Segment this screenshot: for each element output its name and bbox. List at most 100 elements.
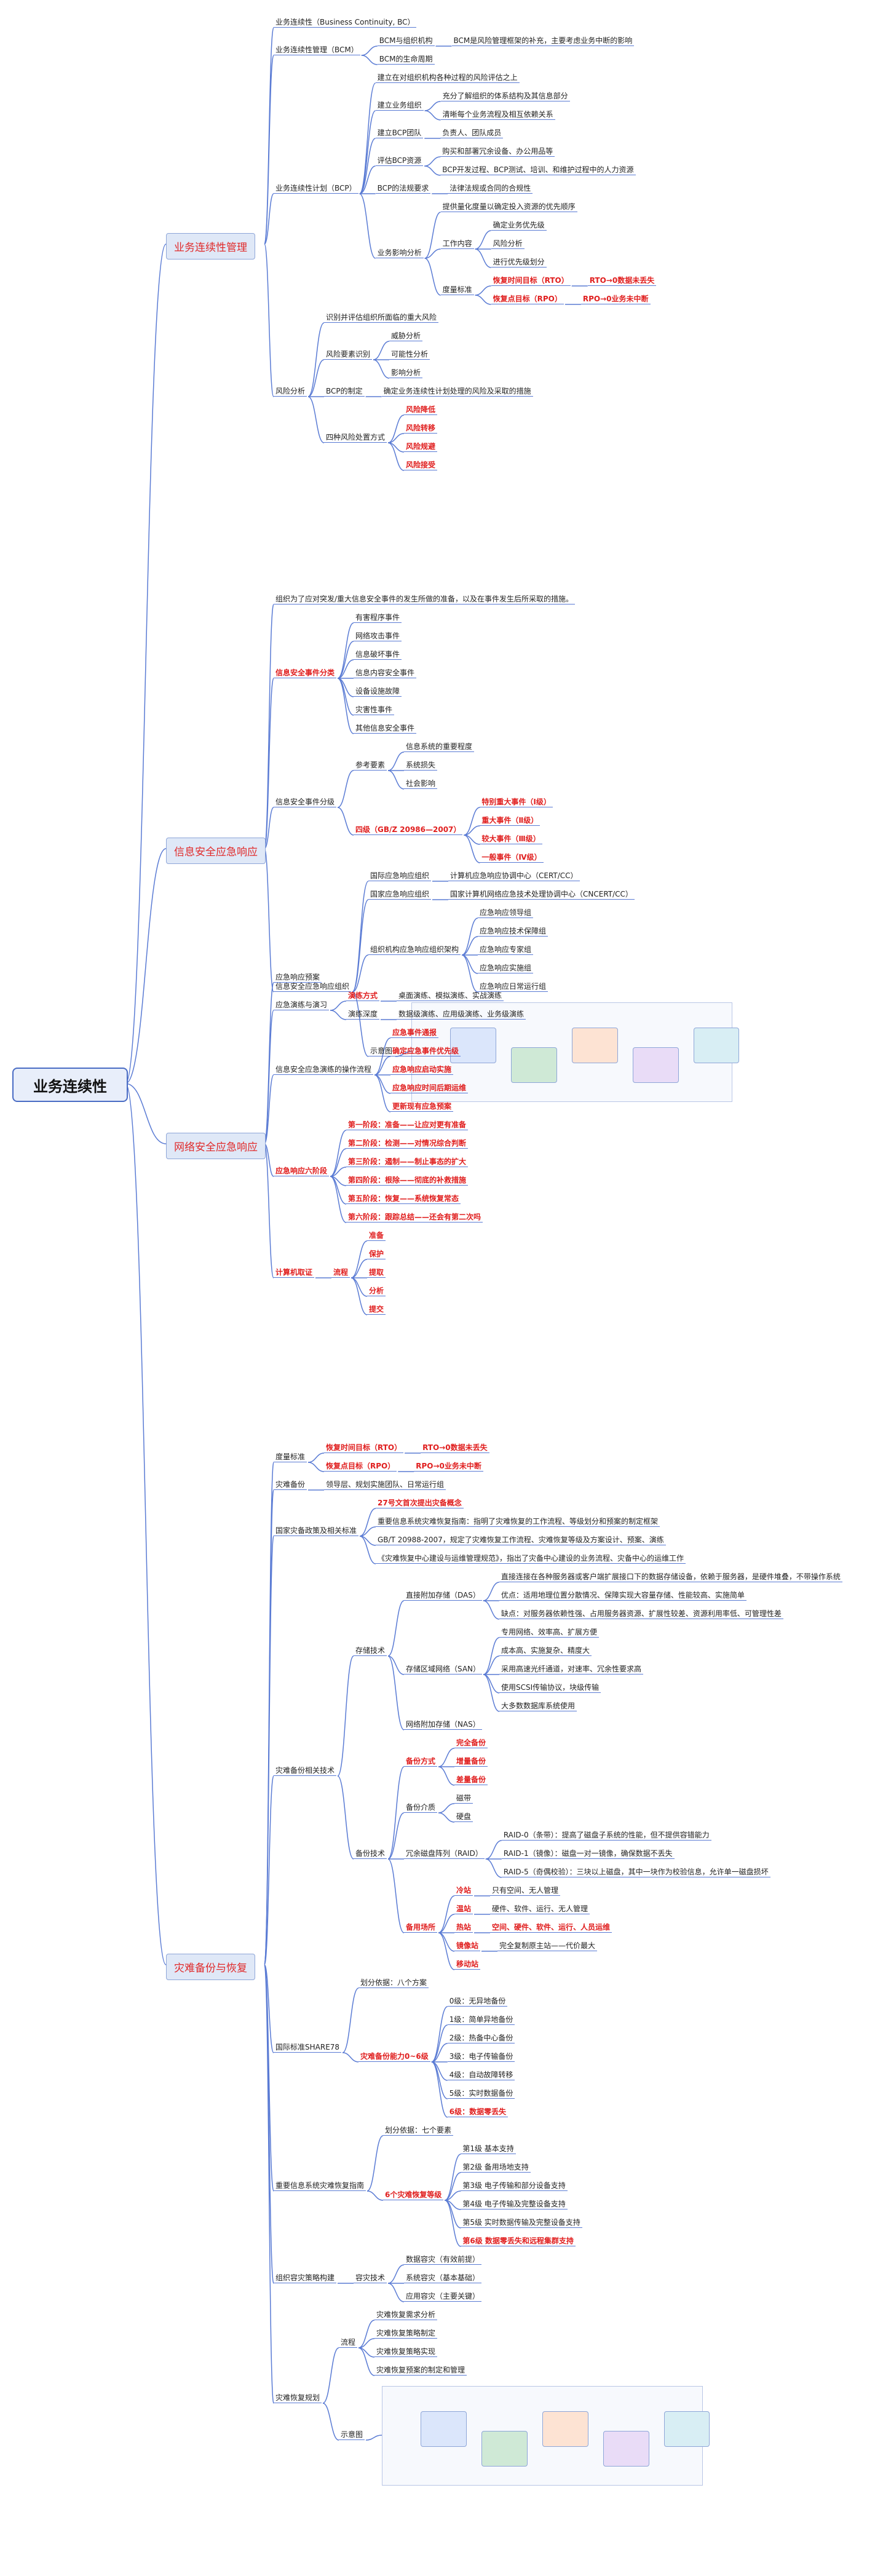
topic-node[interactable]: 第5级 实时数据传输及完整设备支持 bbox=[461, 2217, 582, 2228]
topic-node[interactable]: 重大事件（Ⅱ级） bbox=[480, 815, 540, 826]
topic-node[interactable]: 信息安全事件分类 bbox=[274, 668, 337, 678]
topic-node[interactable]: 风险分析 bbox=[274, 386, 307, 397]
topic-node[interactable]: 第一阶段：准备——让应对更有准备 bbox=[346, 1120, 469, 1130]
topic-node[interactable]: 使用SCSI传输协议，块级传输 bbox=[499, 1682, 601, 1693]
topic-node[interactable]: 组织为了应对突发/重大信息安全事件的发生所做的准备，以及在事件发生后所采取的措施… bbox=[274, 594, 576, 604]
topic-node[interactable]: 4级：自动故障转移 bbox=[447, 2070, 515, 2080]
topic-node[interactable]: 灾难备份 bbox=[274, 1480, 307, 1490]
topic-node[interactable]: 流程 bbox=[339, 2337, 358, 2348]
topic-node[interactable]: RTO→0数据未丢失 bbox=[421, 1443, 489, 1453]
topic-node[interactable]: RAID-0（条带）：提高了磁盘子系统的性能，但不提供容错能力 bbox=[501, 1830, 711, 1841]
topic-node[interactable]: 业务连续性管理（BCM） bbox=[274, 45, 360, 55]
topic-node[interactable]: 信息安全应急响应组织 bbox=[274, 981, 352, 992]
topic-node[interactable]: 进行优先级划分 bbox=[491, 257, 547, 268]
topic-node[interactable]: 国家灾备政策及相关标准 bbox=[274, 1526, 359, 1536]
topic-node[interactable]: 备用场所 bbox=[404, 1922, 438, 1933]
topic-node[interactable]: 信息内容安全事件 bbox=[354, 668, 417, 678]
topic-node[interactable]: 提交 bbox=[367, 1304, 386, 1315]
topic-node[interactable]: 第3级 电子传输和部分设备支持 bbox=[461, 2181, 568, 2191]
topic-node[interactable]: 风险降低 bbox=[404, 405, 438, 415]
topic-node[interactable]: 第六阶段：跟踪总结——还会有第二次吗 bbox=[346, 1212, 483, 1223]
topic-node[interactable]: 组织机构应急响应组织架构 bbox=[368, 945, 461, 955]
topic-node[interactable]: 国家应急响应组织 bbox=[368, 889, 432, 900]
topic-node[interactable]: BCM与组织机构 bbox=[377, 36, 435, 46]
topic-node[interactable]: 3级：电子传输备份 bbox=[447, 2051, 515, 2062]
topic-node[interactable]: 划分依据：七个要素 bbox=[383, 2125, 454, 2136]
topic-node[interactable]: 负责人、团队成员 bbox=[440, 128, 504, 138]
topic-node[interactable]: 镜像站 bbox=[454, 1941, 481, 1951]
topic-node[interactable]: 大多数数据库系统使用 bbox=[499, 1701, 577, 1711]
topic-node[interactable]: 备份方式 bbox=[404, 1756, 438, 1767]
topic-node[interactable]: 存储技术 bbox=[354, 1646, 387, 1656]
topic-node[interactable]: 完全复制原主站——代价最大 bbox=[497, 1941, 598, 1951]
topic-node[interactable]: 直接连接在各种服务器或客户端扩展接口下的数据存储设备，依赖于服务器，是硬件堆叠，… bbox=[499, 1572, 842, 1582]
topic-node[interactable]: 购买和部署冗余设备、办公用品等 bbox=[440, 146, 555, 157]
topic-node[interactable]: 灾难恢复策略实现 bbox=[374, 2347, 438, 2357]
topic-node[interactable]: 国家计算机网络应急技术处理协调中心（CNCERT/CC） bbox=[448, 889, 635, 900]
topic-node[interactable]: 恢复点目标（RPO） bbox=[491, 294, 564, 304]
topic-node[interactable]: 27号文首次提出灾备概念 bbox=[376, 1498, 464, 1508]
topic-node[interactable]: 第二阶段：检测——对情况综合判断 bbox=[346, 1138, 469, 1149]
topic-node[interactable]: 桌面演练、模拟演练、实战演练 bbox=[397, 991, 504, 1001]
branch-1[interactable]: 业务连续性管理 bbox=[166, 233, 255, 260]
topic-node[interactable]: 特别重大事件（Ⅰ级） bbox=[480, 797, 553, 807]
topic-node[interactable]: 应急事件通报 bbox=[390, 1028, 439, 1038]
topic-node[interactable]: 四种风险处置方式 bbox=[324, 432, 387, 443]
topic-node[interactable]: RPO→0业务未中断 bbox=[414, 1461, 483, 1472]
topic-node[interactable]: BCP的制定 bbox=[324, 386, 365, 397]
topic-node[interactable]: 应急响应技术保障组 bbox=[478, 926, 548, 937]
topic-node[interactable]: 备份介质 bbox=[404, 1802, 438, 1813]
topic-node[interactable]: 移动站 bbox=[454, 1959, 481, 1970]
topic-node[interactable]: 增量备份 bbox=[454, 1756, 488, 1767]
topic-node[interactable]: 确定应急事件优先级 bbox=[390, 1046, 461, 1056]
topic-node[interactable]: 备份技术 bbox=[354, 1849, 387, 1859]
topic-node[interactable]: 硬盘 bbox=[454, 1812, 473, 1822]
topic-node[interactable]: 较大事件（Ⅲ级） bbox=[480, 834, 542, 844]
topic-node[interactable]: 业务影响分析 bbox=[375, 248, 424, 258]
topic-node[interactable]: 计算机取证 bbox=[274, 1267, 315, 1278]
topic-node[interactable]: 温站 bbox=[454, 1904, 473, 1914]
topic-node[interactable]: 度量标准 bbox=[274, 1452, 307, 1462]
topic-node[interactable]: 应急响应领导组 bbox=[478, 908, 534, 918]
topic-node[interactable]: 其他信息安全事件 bbox=[354, 723, 417, 734]
branch-3[interactable]: 网络安全应急响应 bbox=[166, 1133, 266, 1159]
topic-node[interactable]: 确定业务连续性计划处理的风险及采取的措施 bbox=[381, 386, 533, 397]
topic-node[interactable]: 系统容灾（基本基础） bbox=[404, 2273, 482, 2283]
topic-node[interactable]: 网络攻击事件 bbox=[354, 631, 402, 641]
topic-node[interactable]: 热站 bbox=[454, 1922, 473, 1933]
branch-2[interactable]: 信息安全应急响应 bbox=[166, 838, 266, 864]
topic-node[interactable]: 风险要素识别 bbox=[324, 349, 373, 360]
topic-node[interactable]: 业务连续性计划（BCP） bbox=[274, 183, 358, 194]
topic-node[interactable]: 业务连续性（Business Continuity, BC） bbox=[274, 17, 417, 28]
topic-node[interactable]: 数据级演练、应用级演练、业务级演练 bbox=[397, 1009, 526, 1020]
topic-node[interactable]: 应急响应预案 bbox=[274, 972, 322, 983]
topic-node[interactable]: 流程 bbox=[331, 1267, 350, 1278]
topic-node[interactable]: 演练深度 bbox=[346, 1009, 380, 1020]
topic-node[interactable]: 信息破坏事件 bbox=[354, 649, 402, 660]
topic-node[interactable]: 重要信息系统灾难恢复指南：指明了灾难恢复的工作流程、等级划分和预案的制定框架 bbox=[376, 1516, 660, 1527]
topic-node[interactable]: 专用网络、效率高、扩展方便 bbox=[499, 1627, 600, 1638]
topic-node[interactable]: BCP的法规要求 bbox=[375, 183, 431, 194]
topic-node[interactable]: 领导层、规划实施团队、日常运行组 bbox=[324, 1480, 446, 1490]
topic-node[interactable]: 第三阶段：遏制——制止事态的扩大 bbox=[346, 1157, 469, 1167]
topic-node[interactable]: 示意图 bbox=[339, 2430, 365, 2440]
topic-node[interactable]: 一般事件（Ⅳ级） bbox=[480, 852, 544, 863]
topic-node[interactable]: 演练方式 bbox=[346, 991, 380, 1001]
topic-node[interactable]: RTO→0数据未丢失 bbox=[587, 275, 657, 286]
topic-node[interactable]: 清晰每个业务流程及相互依赖关系 bbox=[440, 109, 555, 120]
topic-node[interactable]: 缺点：对服务器依赖性强、占用服务器资源、扩展性较差、资源利用率低、可管理性差 bbox=[499, 1609, 783, 1619]
topic-node[interactable]: 容灾技术 bbox=[354, 2273, 387, 2283]
topic-node[interactable]: 第四阶段：根除——彻底的补救措施 bbox=[346, 1175, 469, 1186]
topic-node[interactable]: 建立业务组织 bbox=[375, 100, 424, 111]
topic-node[interactable]: 确定业务优先级 bbox=[491, 220, 547, 231]
topic-node[interactable]: 系统损失 bbox=[404, 760, 438, 771]
topic-node[interactable]: 应用容灾（主要关键） bbox=[404, 2291, 482, 2302]
topic-node[interactable]: 社会影响 bbox=[404, 779, 438, 789]
topic-node[interactable]: 6级：数据零丢失 bbox=[447, 2107, 509, 2117]
topic-node[interactable]: 影响分析 bbox=[389, 368, 423, 378]
topic-node[interactable]: 准备 bbox=[367, 1231, 386, 1241]
topic-node[interactable]: RAID-5（奇偶校验）：三块以上磁盘，其中一块作为校验信息，允许单一磁盘损坏 bbox=[501, 1867, 770, 1877]
topic-node[interactable]: 风险规避 bbox=[404, 442, 438, 452]
topic-node[interactable]: 第2级 备用场地支持 bbox=[461, 2162, 531, 2173]
topic-node[interactable]: 恢复时间目标（RTO） bbox=[491, 275, 571, 286]
